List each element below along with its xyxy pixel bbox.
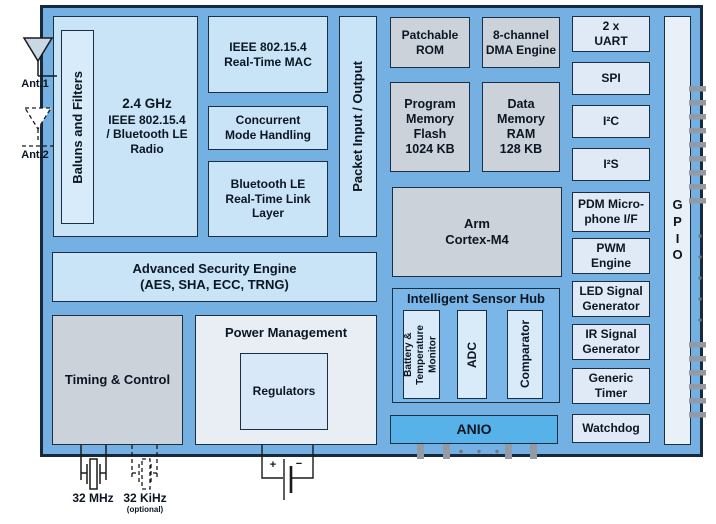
block-btle-link-layer: Bluetooth LE Real-Time Link Layer (208, 161, 328, 237)
block-dma-engine: 8-channel DMA Engine (482, 17, 560, 68)
block-led-signal-generator: LED Signal Generator (572, 281, 650, 317)
comparator-label: Comparator (517, 320, 532, 389)
block-pdm-microphone: PDM Micro- phone I/F (572, 192, 650, 232)
block-generic-timer: Generic Timer (572, 368, 650, 404)
xtal-32khz-note: (optional) (126, 505, 164, 514)
power-management-title: Power Management (224, 325, 348, 340)
radio-frequency: 2.4 GHz (122, 96, 172, 112)
xtal-32mhz-label: 32 MHz (72, 491, 114, 505)
block-regulators: Regulators (240, 353, 328, 430)
radio-label: 2.4 GHz IEEE 802.15.4 / Bluetooth LE Rad… (96, 16, 198, 237)
battery-minus-label: − (295, 458, 303, 470)
block-spi: SPI (572, 62, 650, 95)
block-program-flash: Program Memory Flash 1024 KB (390, 82, 470, 172)
battery-plus-label: + (269, 459, 277, 471)
block-i2c: I²C (572, 105, 650, 138)
block-data-ram: Data Memory RAM 128 KB (482, 82, 560, 172)
block-packet-io: Packet Input / Output (339, 16, 377, 237)
xtal-32khz-label: 32 KiHz (123, 491, 167, 505)
block-concurrent-mode: Concurrent Mode Handling (208, 106, 328, 150)
block-watchdog: Watchdog (572, 414, 650, 443)
block-2x-uart: 2 x UART (572, 16, 650, 52)
block-gpio: G P I O (664, 16, 691, 445)
block-cpu: Arm Cortex-M4 (392, 187, 562, 277)
block-adc: ADC (457, 310, 487, 399)
block-security-engine: Advanced Security Engine (AES, SHA, ECC,… (52, 252, 377, 302)
packet-io-label: Packet Input / Output (350, 61, 366, 192)
block-pwm-engine: PWM Engine (572, 238, 650, 274)
block-baluns-filters: Baluns and Filters (61, 30, 94, 224)
block-patchable-rom: Patchable ROM (390, 17, 470, 68)
battery-monitor-label: Battery & Temperature Monitor (403, 324, 439, 385)
block-anio: ANIO (390, 415, 558, 444)
block-i2s: I²S (572, 148, 650, 181)
block-ir-signal-generator: IR Signal Generator (572, 324, 650, 360)
radio-standards: IEEE 802.15.4 / Bluetooth LE Radio (106, 112, 188, 157)
block-timing-control: Timing & Control (52, 315, 183, 445)
sensor-hub-title: Intelligent Sensor Hub (407, 291, 545, 306)
adc-label: ADC (464, 341, 479, 368)
baluns-filters-label: Baluns and Filters (69, 70, 85, 184)
ant2-label: Ant.2 (21, 149, 49, 161)
ant1-label: Ant.1 (21, 78, 49, 90)
block-ieee-mac: IEEE 802.15.4 Real-Time MAC (208, 16, 328, 93)
block-battery-monitor: Battery & Temperature Monitor (403, 310, 440, 399)
block-comparator: Comparator (507, 310, 543, 399)
